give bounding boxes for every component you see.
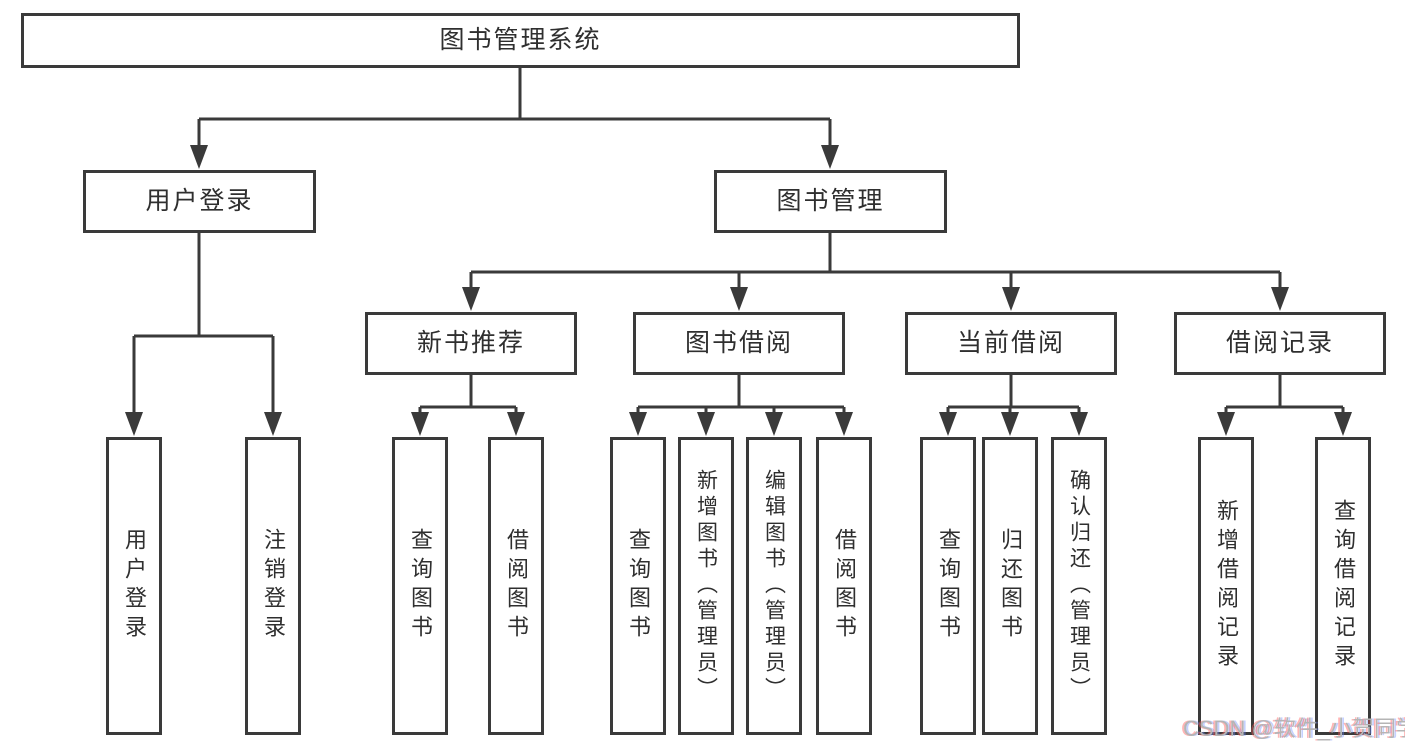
arrow-icon [821, 145, 839, 169]
arrow-icon [125, 412, 143, 436]
wire-userlogin-to-leaves [132, 233, 275, 414]
leaf-label: 查询借阅记录 [1331, 499, 1356, 673]
leaf-borrow-books-recommend: 借阅图书 [488, 437, 544, 735]
leaf-label: 借阅图书 [832, 528, 857, 644]
arrow-icon [730, 287, 748, 311]
wire-root-to-level2 [197, 68, 832, 147]
leaf-label: 新增借阅记录 [1214, 499, 1239, 673]
node-label: 新书推荐 [416, 329, 525, 357]
leaf-query-books-recommend: 查询图书 [392, 437, 448, 735]
node-label: 借阅记录 [1225, 329, 1334, 357]
leaf-label: 编辑图书（管理员） [762, 469, 786, 703]
wire-records-to-leaves [1224, 375, 1345, 414]
arrow-icon [507, 412, 525, 436]
arrow-icon [939, 412, 957, 436]
leaf-borrow-books: 借阅图书 [816, 437, 872, 735]
leaf-confirm-return-admin: 确认归还（管理员） [1051, 437, 1107, 735]
leaf-user-login: 用户登录 [106, 437, 162, 735]
node-book-management: 图书管理 [714, 170, 947, 233]
arrow-icon [1070, 412, 1088, 436]
wire-currentborrow-to-leaves [946, 375, 1081, 414]
leaf-label: 归还图书 [998, 528, 1023, 644]
leaf-query-books-borrow: 查询图书 [610, 437, 666, 735]
leaf-label: 确认归还（管理员） [1067, 469, 1091, 703]
arrow-icon [264, 412, 282, 436]
leaf-query-books-current: 查询图书 [920, 437, 976, 735]
node-label: 用户登录 [145, 187, 254, 215]
node-label: 图书借阅 [684, 329, 793, 357]
arrow-icon [1002, 287, 1020, 311]
leaf-label: 用户登录 [122, 528, 147, 644]
leaf-label: 查询图书 [936, 528, 961, 644]
leaf-add-borrow-record: 新增借阅记录 [1198, 437, 1254, 735]
arrow-icon [411, 412, 429, 436]
leaf-label: 新增图书（管理员） [694, 469, 718, 703]
leaf-label: 注销登录 [261, 528, 286, 644]
leaf-add-books-admin: 新增图书（管理员） [678, 437, 734, 735]
node-root: 图书管理系统 [21, 13, 1020, 68]
arrow-icon [697, 412, 715, 436]
node-user-login: 用户登录 [83, 170, 316, 233]
wire-newbook-to-leaves [418, 375, 518, 414]
arrow-icon [190, 145, 208, 169]
leaf-label: 查询图书 [626, 528, 651, 644]
leaf-label: 借阅图书 [504, 528, 529, 644]
arrow-icon [1271, 287, 1289, 311]
node-book-borrow: 图书借阅 [633, 312, 845, 375]
arrow-icon [1001, 412, 1019, 436]
node-label: 图书管理 [776, 187, 885, 215]
arrow-icon [765, 412, 783, 436]
arrow-icon [835, 412, 853, 436]
node-root-label: 图书管理系统 [439, 26, 602, 54]
arrow-icon [1217, 412, 1235, 436]
node-new-book-recommend: 新书推荐 [365, 312, 577, 375]
arrowheads [125, 145, 1352, 436]
node-label: 当前借阅 [956, 329, 1065, 357]
arrow-icon [629, 412, 647, 436]
leaf-edit-books-admin: 编辑图书（管理员） [746, 437, 802, 735]
arrow-icon [1334, 412, 1352, 436]
node-borrow-records: 借阅记录 [1174, 312, 1386, 375]
leaf-label: 查询图书 [408, 528, 433, 644]
arrow-icon [462, 287, 480, 311]
wire-bookmgmt-to-level3 [469, 233, 1282, 289]
leaf-return-books: 归还图书 [982, 437, 1038, 735]
leaf-query-borrow-record: 查询借阅记录 [1315, 437, 1371, 735]
wire-bookborrow-to-leaves [636, 375, 846, 414]
node-current-borrow: 当前借阅 [905, 312, 1117, 375]
csdn-watermark: CSDN @软件_小贺同学 [1183, 716, 1405, 741]
leaf-logout: 注销登录 [245, 437, 301, 735]
